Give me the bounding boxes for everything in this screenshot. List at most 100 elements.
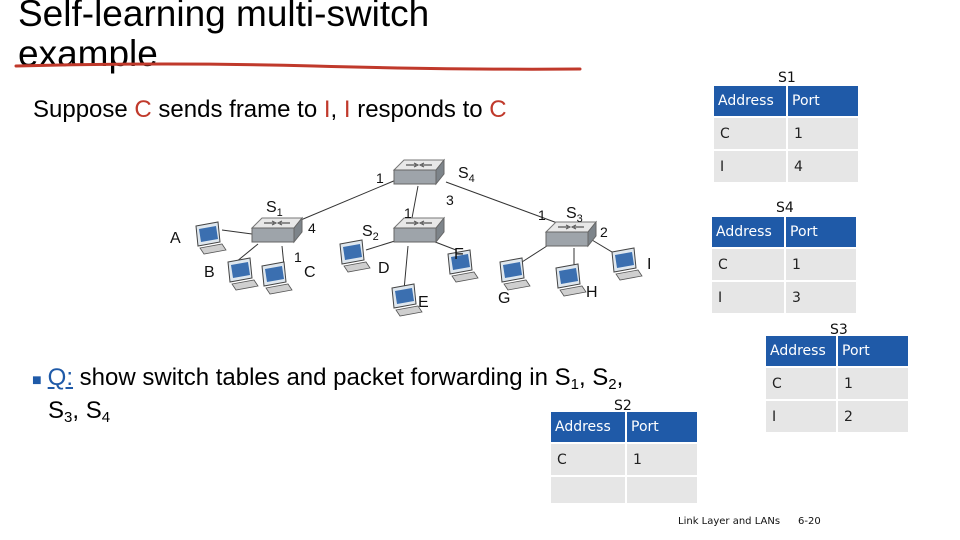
table-header-row: Address Port (714, 86, 858, 116)
title-underline (14, 62, 582, 71)
switch-s3-label: S3 (566, 205, 583, 225)
table-s1-caption: S1 (778, 70, 796, 86)
host-i-label: I (647, 256, 651, 273)
host-b-icon (227, 257, 259, 291)
question-bullet: ■Q: show switch tables and packet forwar… (32, 364, 623, 393)
host-a-label: A (170, 230, 181, 247)
link-s1-a (221, 229, 253, 235)
link-s2-d (365, 239, 399, 251)
link-s4-s2 (411, 185, 419, 219)
table-cell: I (766, 401, 836, 432)
column-header: Address (551, 412, 625, 442)
table-s2-caption: S2 (614, 398, 632, 414)
link-s1-b (235, 243, 259, 263)
table-cell (551, 477, 625, 503)
host-c-icon (261, 261, 293, 295)
question-text: S (48, 397, 65, 424)
subscript: 2 (608, 376, 617, 393)
switch-table-s4: Address Port C 1 I 3 (710, 215, 858, 315)
table-row: C 1 (551, 444, 697, 475)
table-cell: C (712, 249, 784, 280)
scenario-host-c: C (489, 96, 507, 123)
table-cell: C (766, 368, 836, 399)
link-s3-g (521, 243, 551, 263)
host-a-icon (195, 221, 227, 255)
port-s3-to-s4: 1 (538, 207, 546, 223)
table-cell: 1 (838, 368, 908, 399)
question-text: , S (72, 397, 102, 424)
link-s2-e (403, 245, 409, 291)
table-s4-caption: S4 (776, 200, 794, 216)
table-cell: 1 (788, 118, 858, 149)
port-s2-to-s4: 1 (404, 205, 412, 221)
switch-s4-label: S4 (458, 165, 475, 185)
host-c-label: C (304, 264, 316, 281)
table-s3-caption: S3 (830, 322, 848, 338)
column-header: Port (786, 217, 856, 247)
table-cell: 1 (627, 444, 697, 475)
column-header: Address (766, 336, 836, 366)
switch-s2-icon (393, 217, 445, 243)
scenario-host-i: I (343, 96, 351, 123)
table-row: C 1 (766, 368, 908, 399)
link-s4-s1 (295, 179, 397, 223)
switch-table-s1: Address Port C 1 I 4 (712, 84, 860, 184)
slide-title: Self-learning multi-switch example (18, 0, 430, 74)
table-row (551, 477, 697, 503)
table-cell: 3 (786, 282, 856, 313)
column-header: Port (788, 86, 858, 116)
scenario-part: , (330, 96, 344, 123)
host-g-label: G (498, 290, 510, 307)
host-h-label: H (586, 284, 598, 301)
scenario-host-i: I (323, 96, 331, 123)
footer-label: Link Layer and LANs (678, 516, 781, 527)
subscript: 1 (570, 376, 579, 393)
switch-table-s3: Address Port C 1 I 2 (764, 334, 910, 434)
port-s3-to-i: 2 (600, 224, 608, 240)
table-cell: C (714, 118, 786, 149)
switch-s4-icon (393, 159, 445, 185)
table-row: C 1 (712, 249, 856, 280)
question-text: show switch tables and packet forwarding… (73, 364, 571, 391)
host-d-icon (339, 239, 371, 273)
table-cell (627, 477, 697, 503)
port-s1-to-c: 1 (294, 249, 302, 265)
host-f-label: F (454, 246, 464, 263)
column-header: Address (712, 217, 784, 247)
host-g-icon (499, 257, 531, 291)
page-number: 6-20 (798, 516, 821, 527)
subscript: 4 (101, 409, 111, 426)
switch-s3-icon (545, 221, 597, 247)
table-header-row: Address Port (551, 412, 697, 442)
table-header-row: Address Port (712, 217, 856, 247)
table-cell: 1 (786, 249, 856, 280)
host-d-label: D (378, 260, 390, 277)
table-cell: 4 (788, 151, 858, 182)
port-s4-to-s2: 3 (446, 192, 454, 208)
question-label: Q: (47, 364, 74, 391)
table-row: I 3 (712, 282, 856, 313)
switch-s1-icon (251, 217, 303, 243)
table-cell: C (551, 444, 625, 475)
host-i-icon (611, 247, 643, 281)
scenario-part: sends frame to (151, 96, 324, 123)
port-s1-to-s4: 4 (308, 220, 316, 236)
switch-s2-label: S2 (362, 223, 379, 243)
table-row: I 2 (766, 401, 908, 432)
scenario-text: Suppose C sends frame to I, I responds t… (33, 96, 507, 124)
switch-s1-label: S1 (266, 199, 283, 219)
switch-table-s2: Address Port C 1 (549, 410, 699, 505)
table-row: I 4 (714, 151, 858, 182)
column-header: Port (838, 336, 908, 366)
host-h-icon (555, 263, 587, 297)
link-s4-s3 (445, 181, 561, 225)
port-s4-to-s1: 1 (376, 170, 384, 186)
column-header: Address (714, 86, 786, 116)
question-bullet-continued: S3, S4 (48, 397, 110, 426)
question-text: , (616, 364, 624, 391)
subscript: 3 (64, 409, 73, 426)
table-cell: I (712, 282, 784, 313)
host-e-label: E (418, 294, 429, 311)
table-cell: I (714, 151, 786, 182)
